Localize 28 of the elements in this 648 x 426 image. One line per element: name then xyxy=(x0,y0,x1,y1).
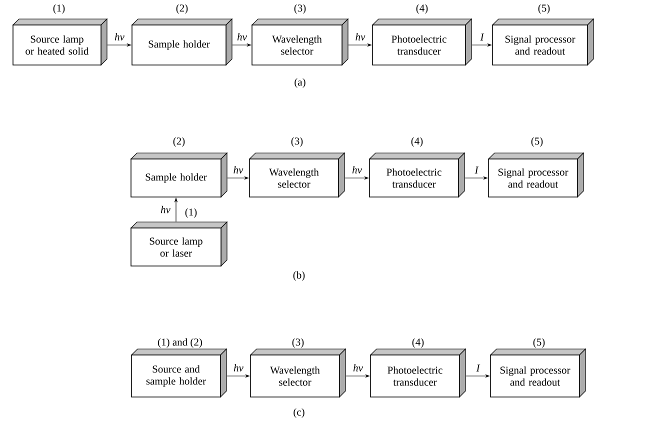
number-label: (2) xyxy=(173,137,185,147)
number-label: (3) xyxy=(294,4,306,14)
edge-label: hν xyxy=(356,33,366,40)
number-label: (2) xyxy=(176,4,188,14)
edge-label: I xyxy=(480,34,484,40)
edge-label: hν xyxy=(352,166,362,174)
edge-label: I xyxy=(476,364,480,372)
number-label: (1) xyxy=(185,208,197,218)
edge-label: hν xyxy=(234,364,244,372)
edge-label: I xyxy=(474,166,479,174)
number-label: (5) xyxy=(533,338,545,348)
caption-label: (c) xyxy=(294,408,304,418)
number-label: (5) xyxy=(531,137,543,147)
number-label: (1) xyxy=(53,4,65,14)
edge-label: hν xyxy=(114,33,124,40)
edge-label: hν xyxy=(237,33,247,40)
caption-label: (b) xyxy=(293,271,305,281)
number-label: (4) xyxy=(416,4,428,14)
edge-label: hν xyxy=(353,364,363,372)
edge-label: hν xyxy=(234,166,244,174)
caption-label: (a) xyxy=(294,78,306,88)
edge-label: hν xyxy=(160,206,170,214)
number-label: (1) and (2) xyxy=(158,338,202,348)
number-label: (3) xyxy=(292,338,304,348)
number-label: (4) xyxy=(412,338,424,348)
number-label: (3) xyxy=(291,137,303,147)
number-label: (4) xyxy=(411,137,423,147)
number-label: (5) xyxy=(538,4,550,14)
